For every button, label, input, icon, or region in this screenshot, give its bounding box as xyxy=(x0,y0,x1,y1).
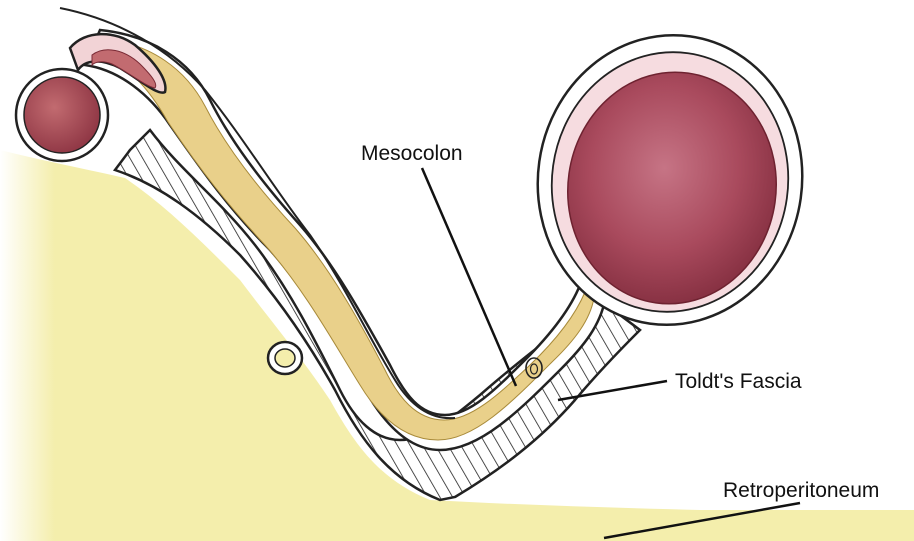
mesocolon-label: Mesocolon xyxy=(361,142,463,165)
colon xyxy=(519,18,821,342)
toldts-fascia-label: Toldt's Fascia xyxy=(675,370,802,393)
retroperitoneum-label: Retroperitoneum xyxy=(723,479,879,502)
small-bowel-round xyxy=(16,69,108,161)
vessel-ring-icon xyxy=(268,342,302,374)
mesocolon-leader xyxy=(422,168,516,386)
